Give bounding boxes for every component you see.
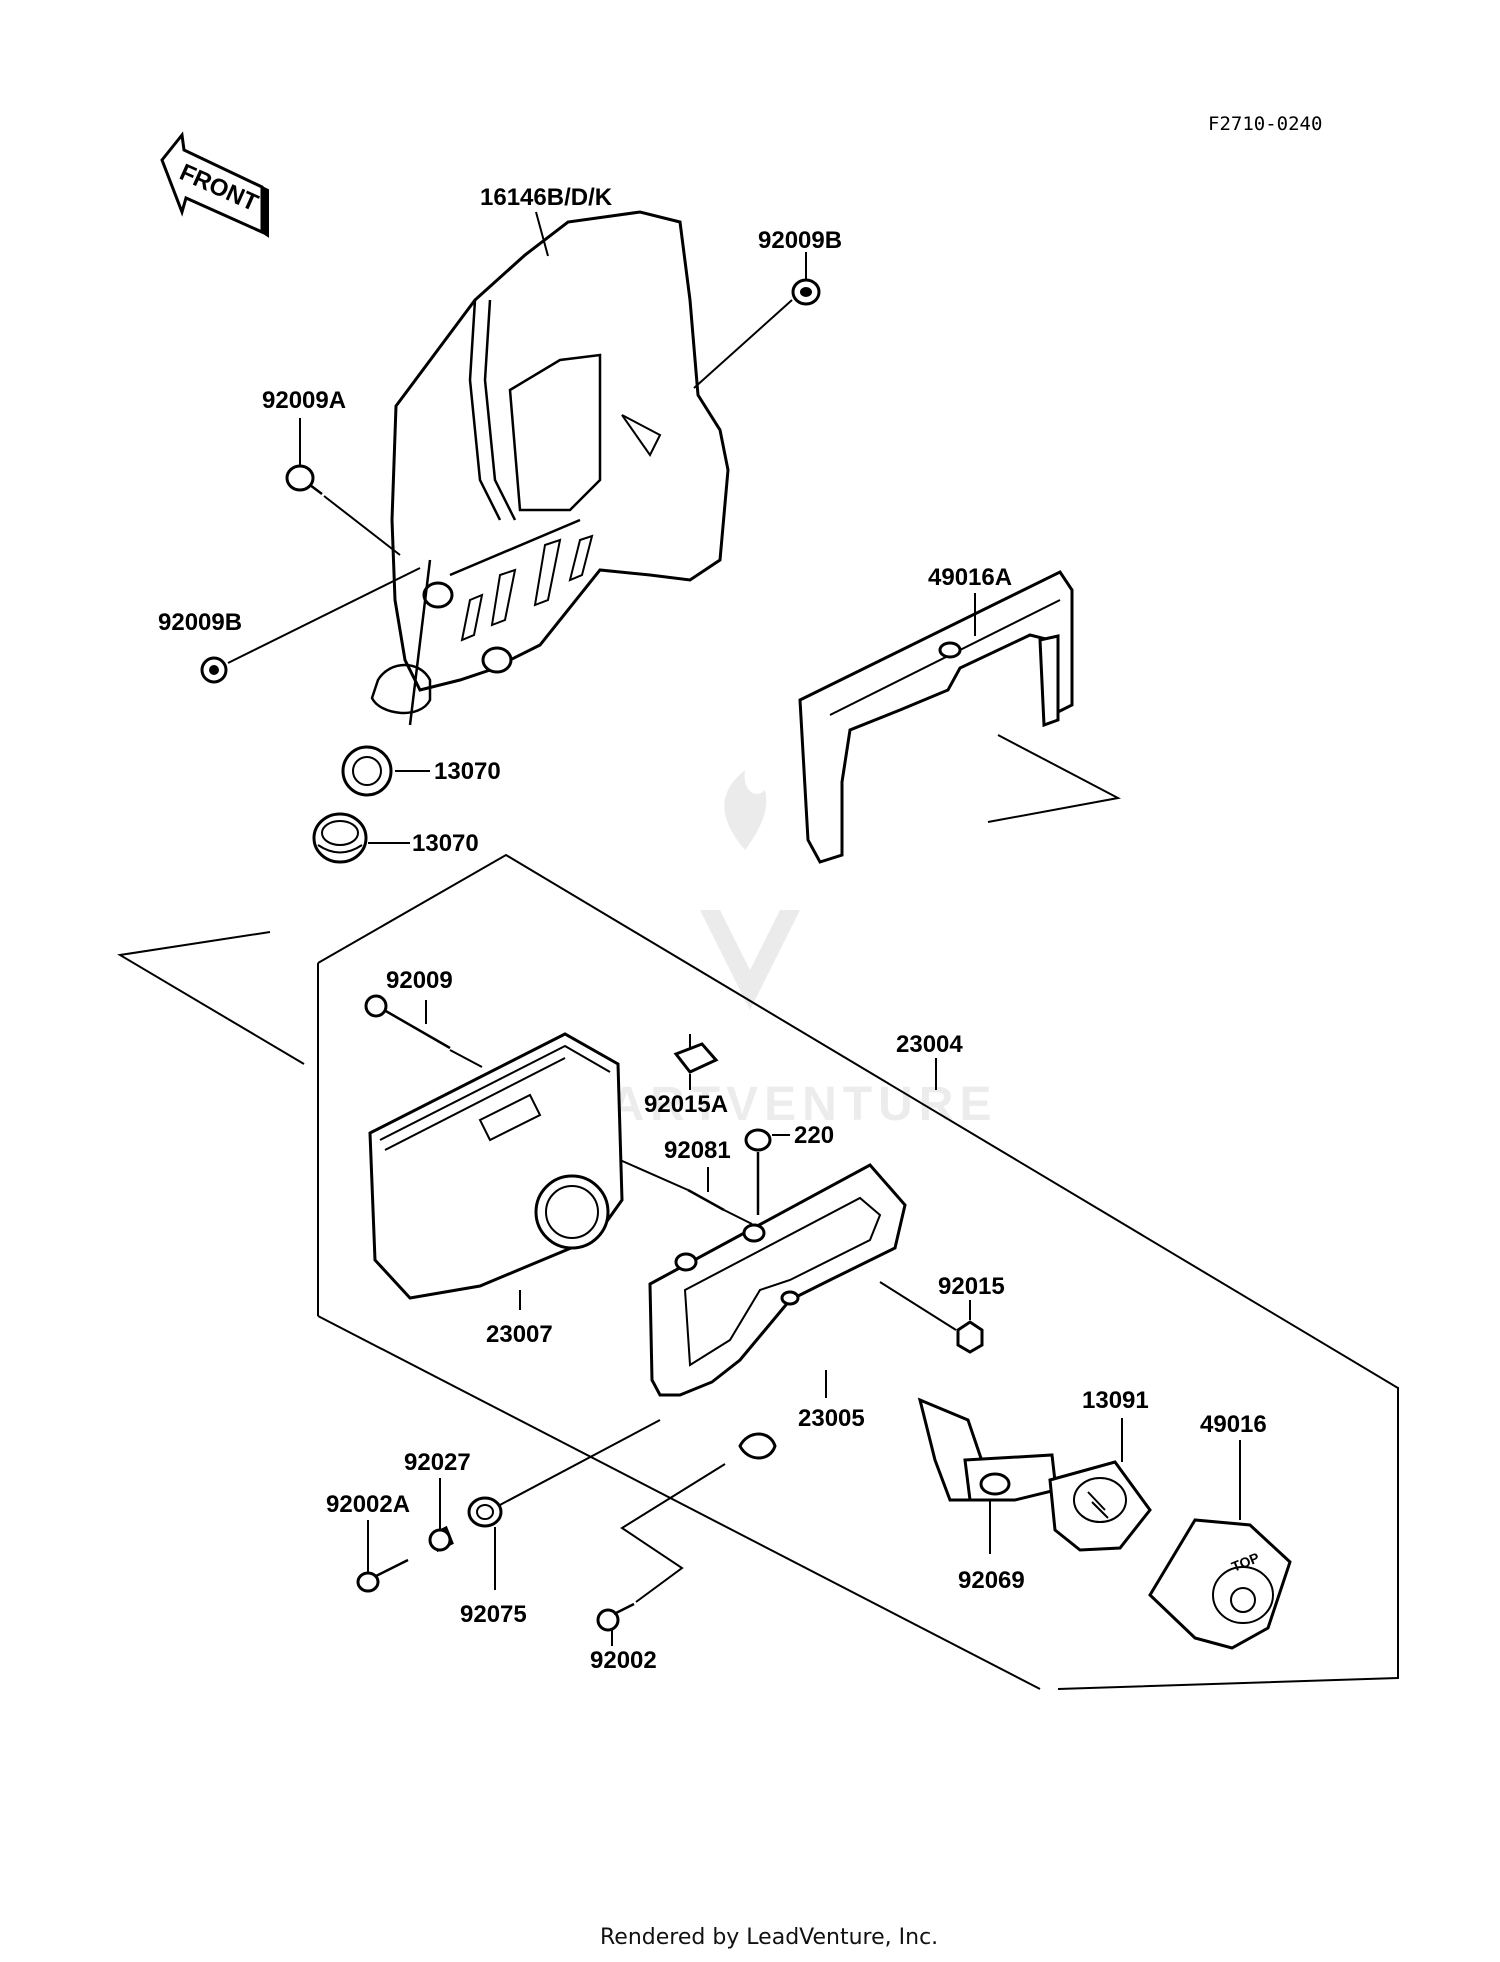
nut-92015 — [956, 1320, 984, 1354]
assembly-23004-outline — [117, 931, 305, 1065]
footer-credit: Rendered by LeadVenture, Inc. — [600, 1925, 938, 1950]
socket-13091 — [1048, 1460, 1152, 1552]
label-92009a: 92009A — [262, 387, 346, 414]
label-92002: 92002 — [590, 1647, 657, 1674]
label-220: 220 — [794, 1122, 834, 1149]
label-13070-b: 13070 — [412, 830, 479, 857]
spring-92081 — [687, 1188, 725, 1212]
label-92075: 92075 — [460, 1601, 527, 1628]
headlight-cover — [370, 210, 730, 726]
grommet-92075 — [467, 1496, 503, 1528]
collar-92027 — [428, 1525, 454, 1553]
screw-92002 — [596, 1602, 635, 1632]
watermark-logo — [700, 770, 800, 1010]
bolt-92009b-left — [200, 656, 228, 684]
label-13091: 13091 — [1082, 1387, 1149, 1414]
bracket-49016a — [798, 570, 1074, 864]
headlight-unit-23007 — [368, 1032, 624, 1300]
label-23005: 23005 — [798, 1405, 865, 1432]
label-49016: 49016 — [1200, 1411, 1267, 1438]
screw-92002a — [356, 1558, 409, 1593]
label-92009b-left: 92009B — [158, 609, 242, 636]
grommet-13070-b — [312, 812, 368, 864]
label-92015: 92015 — [938, 1273, 1005, 1300]
clip-92015a — [673, 1042, 719, 1074]
front-arrow-icon: FRONT — [160, 131, 269, 238]
label-92069: 92069 — [958, 1567, 1025, 1594]
label-23004: 23004 — [896, 1031, 963, 1058]
label-92015a: 92015A — [644, 1091, 728, 1118]
label-13070-a: 13070 — [434, 758, 501, 785]
bolt-92009a — [285, 464, 323, 495]
label-23007: 23007 — [486, 1321, 553, 1348]
assembly-23004-box — [317, 853, 1399, 1690]
label-92081: 92081 — [664, 1137, 731, 1164]
bolt-92009 — [364, 994, 451, 1050]
bolt-92009b-top — [791, 278, 821, 306]
diagram-id: F2710-0240 — [1208, 113, 1322, 135]
label-92002a: 92002A — [326, 1491, 410, 1518]
watermark: PARTVENTURE — [575, 1078, 997, 1131]
label-49016a: 49016A — [928, 564, 1012, 591]
frame-23005 — [648, 1163, 907, 1460]
label-92009b-top: 92009B — [758, 227, 842, 254]
rubber-cover-49016 — [1148, 1518, 1292, 1650]
screw-220 — [744, 1128, 772, 1215]
label-92027: 92027 — [404, 1449, 471, 1476]
label-92009: 92009 — [386, 967, 453, 994]
grommet-13070-a — [341, 745, 393, 797]
bulb-92069 — [917, 1397, 1058, 1502]
label-16146: 16146B/D/K — [480, 184, 613, 211]
